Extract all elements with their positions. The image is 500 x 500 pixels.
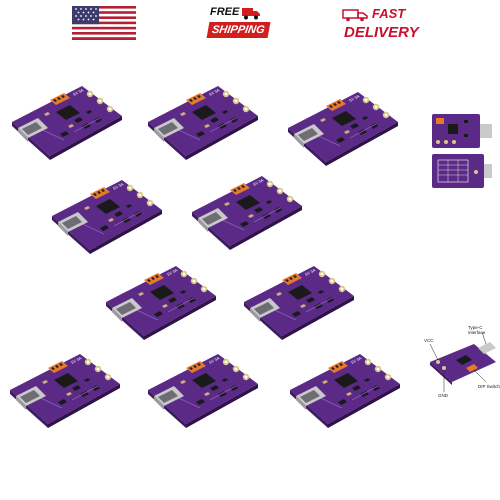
free-shipping-badge: FREE SHIPPING [206, 4, 270, 44]
fast-delivery-line1: FAST [372, 6, 406, 21]
fast-delivery-badge: FAST DELIVERY [340, 4, 420, 44]
free-shipping-line2: SHIPPING [206, 22, 270, 38]
pcb-board-9 [147, 353, 259, 429]
pcb-board-4 [51, 179, 163, 255]
pcb-board-8 [9, 353, 121, 429]
callout-board-graphic [429, 331, 496, 392]
pcb-board-10 [289, 353, 401, 429]
fast-delivery-line2: DELIVERY [344, 24, 419, 41]
board-front-back-inset [432, 114, 492, 188]
dip-switch-label: DIP Switch [478, 384, 500, 389]
type-c-label: Type-C interface [468, 325, 486, 335]
vcc-label: VCC [424, 338, 434, 343]
pcb-board-5 [191, 175, 303, 251]
pcb-board-2 [147, 85, 259, 161]
truck-icon [242, 8, 260, 20]
free-shipping-line1: FREE [210, 6, 240, 18]
us-flag-icon [72, 6, 136, 40]
pcb-board-7 [243, 265, 355, 341]
pcb-board-6 [105, 265, 217, 341]
pcb-board-1 [11, 85, 123, 161]
delivery-truck-icon [342, 9, 368, 22]
pcb-board-3 [287, 91, 399, 167]
labeled-callout-inset: VCC Type-C interface GND DIP Switch [416, 322, 500, 404]
gnd-label: GND [438, 393, 448, 398]
